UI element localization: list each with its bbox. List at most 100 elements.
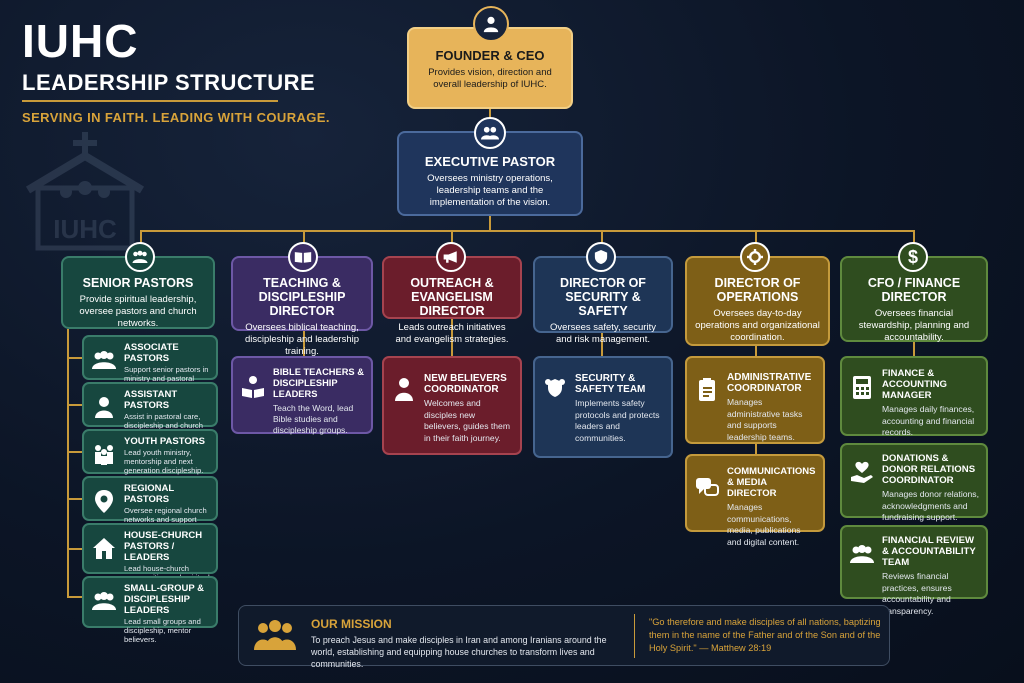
sub-youth-pastors: YOUTH PASTORS Lead youth ministry, mento… bbox=[82, 429, 218, 475]
megaphone-icon bbox=[436, 242, 466, 272]
connector bbox=[489, 216, 491, 231]
sub-desc: Welcomes and disciples new believers, gu… bbox=[424, 398, 510, 443]
founder-desc: Provides vision, direction and overall l… bbox=[428, 67, 552, 90]
sub-title: SECURITY & SAFETY TEAM bbox=[575, 373, 646, 395]
connector bbox=[67, 548, 82, 550]
sub-small-group: SMALL-GROUP & DISCIPLESHIP LEADERS Lead … bbox=[82, 576, 218, 644]
connector bbox=[755, 230, 757, 244]
connector bbox=[67, 329, 69, 597]
people-icon bbox=[92, 351, 116, 369]
person-icon bbox=[473, 6, 509, 42]
book-icon bbox=[288, 242, 318, 272]
connector bbox=[67, 451, 82, 453]
sub-title: HOUSE-CHURCH PASTORS / LEADERS bbox=[124, 530, 203, 563]
teacher-icon bbox=[242, 376, 264, 398]
sub-title: ADMINISTRATIVE COORDINATOR bbox=[727, 372, 812, 394]
dept-title: OUTREACH & EVANGELISM DIRECTOR bbox=[410, 276, 494, 318]
people-icon bbox=[125, 242, 155, 272]
connector bbox=[67, 404, 82, 406]
sub-desc: Manages donor relations, acknowledgments… bbox=[882, 489, 979, 522]
sub-financial-review: FINANCIAL REVIEW & ACCOUNTABILITY TEAM R… bbox=[840, 525, 988, 616]
dept-desc: Oversees biblical teaching, discipleship… bbox=[244, 322, 360, 357]
sub-assistant-pastors: ASSISTANT PASTORS Assist in pastoral car… bbox=[82, 382, 218, 439]
sub-communications: COMMUNICATIONS & MEDIA DIRECTOR Manages … bbox=[685, 454, 825, 547]
chat-bubbles-icon bbox=[696, 478, 719, 496]
sub-title: FINANCE & ACCOUNTING MANAGER bbox=[882, 368, 948, 401]
founder-title: FOUNDER & CEO bbox=[435, 48, 545, 63]
mission-quote: "Go therefore and make disciples of all … bbox=[649, 617, 881, 653]
sub-title: DONATIONS & DONOR RELATIONS COORDINATOR bbox=[882, 453, 976, 486]
sub-title: SMALL-GROUP & DISCIPLESHIP LEADERS bbox=[124, 583, 205, 616]
sub-title: YOUTH PASTORS bbox=[124, 436, 205, 447]
dept-title: CFO / FINANCE DIRECTOR bbox=[867, 276, 961, 304]
sub-finance-accounting: FINANCE & ACCOUNTING MANAGER Manages dai… bbox=[840, 356, 988, 437]
sub-title: REGIONAL PASTORS bbox=[124, 483, 174, 505]
youth-icon bbox=[95, 445, 113, 465]
dept-title: DIRECTOR OF SECURITY & SAFETY bbox=[560, 276, 646, 318]
mission-divider bbox=[634, 614, 635, 658]
community-icon bbox=[254, 620, 296, 650]
person-icon bbox=[395, 378, 413, 401]
sub-desc: Teach the Word, lead Bible studies and d… bbox=[273, 403, 354, 435]
sub-title: COMMUNICATIONS & MEDIA DIRECTOR bbox=[727, 466, 816, 499]
connector bbox=[601, 230, 603, 244]
executive-title: EXECUTIVE PASTOR bbox=[424, 154, 556, 169]
connector bbox=[913, 342, 915, 356]
connector bbox=[67, 498, 82, 500]
dept-desc: Oversees day-to-day operations and organ… bbox=[695, 308, 820, 343]
watermark-text: IUHC bbox=[53, 214, 117, 244]
connector bbox=[755, 346, 757, 356]
sub-title: NEW BELIEVERS COORDINATOR bbox=[424, 373, 507, 395]
calculator-icon bbox=[853, 376, 871, 399]
heart-hand-icon bbox=[851, 461, 873, 483]
sub-title: BIBLE TEACHERS & DISCIPLESHIP LEADERS bbox=[273, 367, 364, 399]
dept-title: SENIOR PASTORS bbox=[82, 276, 194, 290]
connector bbox=[140, 230, 915, 232]
sub-title: ASSISTANT PASTORS bbox=[124, 389, 178, 411]
connector bbox=[601, 333, 603, 356]
connector bbox=[755, 444, 757, 454]
connector bbox=[67, 596, 82, 598]
sub-desc: Implements safety protocols and protects… bbox=[575, 398, 660, 443]
dept-desc: Oversees safety, security and risk manag… bbox=[550, 322, 656, 345]
page-subtitle: LEADERSHIP STRUCTURE bbox=[22, 70, 316, 95]
sub-associate-pastors: ASSOCIATE PASTORS Support senior pastors… bbox=[82, 335, 218, 392]
sub-security-team: SECURITY & SAFETY TEAM Implements safety… bbox=[533, 356, 673, 458]
mission-text: To preach Jesus and make disciples in Ir… bbox=[311, 635, 607, 669]
sub-new-believers: NEW BELIEVERS COORDINATOR Welcomes and d… bbox=[382, 356, 522, 455]
people-icon bbox=[474, 117, 506, 149]
executive-desc: Oversees ministry operations, leadership… bbox=[427, 173, 553, 208]
sub-desc: Manages daily finances, accounting and f… bbox=[882, 404, 975, 437]
sub-administrative: ADMINISTRATIVE COORDINATOR Manages admin… bbox=[685, 356, 825, 444]
dept-desc: Leads outreach initiatives and evangelis… bbox=[395, 322, 509, 345]
shield-icon bbox=[586, 242, 616, 272]
sub-title: FINANCIAL REVIEW & ACCOUNTABILITY TEAM bbox=[882, 535, 976, 568]
dept-desc: Oversees financial stewardship, planning… bbox=[858, 308, 970, 343]
sub-desc: Lead small groups and discipleship, ment… bbox=[124, 617, 201, 644]
connector bbox=[67, 357, 82, 359]
dept-title: TEACHING & DISCIPLESHIP DIRECTOR bbox=[258, 276, 346, 318]
sub-desc: Manages administrative tasks and support… bbox=[727, 397, 803, 442]
group-icon bbox=[92, 592, 116, 610]
connector bbox=[913, 230, 915, 244]
page-title: IUHC bbox=[22, 15, 139, 67]
dollar-icon: $ bbox=[898, 242, 928, 272]
sub-desc: Reviews financial practices, ensures acc… bbox=[882, 571, 952, 616]
sub-bible-teachers: BIBLE TEACHERS & DISCIPLESHIP LEADERS Te… bbox=[231, 356, 373, 435]
dept-desc: Provide spiritual leadership, oversee pa… bbox=[79, 294, 197, 329]
tagline: SERVING IN FAITH. LEADING WITH COURAGE. bbox=[22, 110, 330, 125]
gear-icon bbox=[740, 242, 770, 272]
church-watermark-icon: IUHC bbox=[25, 132, 145, 251]
dept-title: DIRECTOR OF OPERATIONS bbox=[714, 276, 801, 304]
connector bbox=[451, 230, 453, 244]
sub-title: ASSOCIATE PASTORS bbox=[124, 342, 179, 364]
connector bbox=[303, 329, 305, 356]
mission-title: OUR MISSION bbox=[311, 617, 392, 631]
map-pin-icon bbox=[95, 490, 113, 513]
sub-desc: Lead youth ministry, mentorship and next… bbox=[124, 448, 204, 475]
shield-people-icon bbox=[545, 379, 565, 397]
connector bbox=[140, 230, 142, 244]
team-icon bbox=[850, 545, 874, 563]
connector bbox=[451, 319, 453, 356]
sub-house-church: HOUSE-CHURCH PASTORS / LEADERS Lead hous… bbox=[82, 523, 218, 591]
